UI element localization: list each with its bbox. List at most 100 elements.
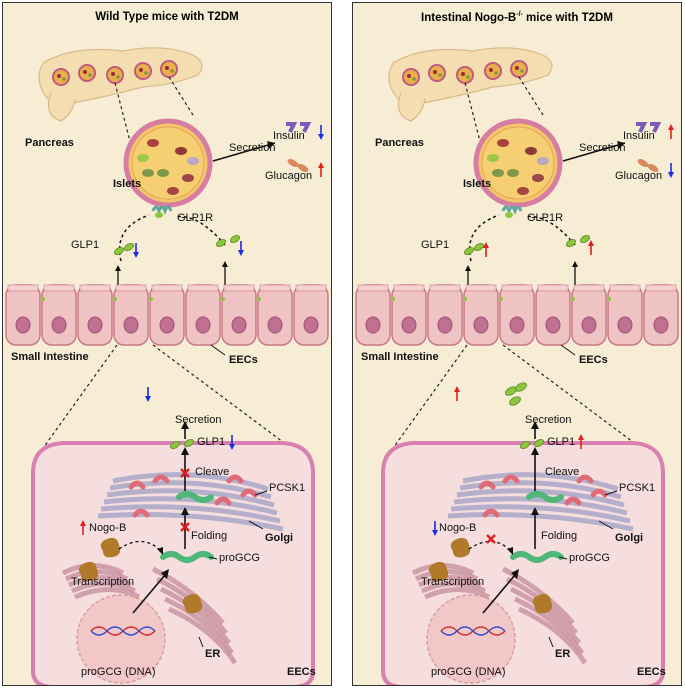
label-secretion-top: Secretion	[229, 142, 276, 154]
dna-icon	[440, 626, 506, 636]
glp1-molecule	[230, 234, 240, 244]
progcg-golgi	[526, 491, 564, 503]
pcsk1-enzyme	[214, 496, 232, 506]
nogob-arrow-icon	[432, 521, 438, 536]
pcsk1-enzyme	[226, 474, 244, 484]
insulin-arrow-icon	[668, 124, 674, 139]
label-islets: Islets	[463, 178, 492, 190]
islet-cluster	[484, 62, 502, 80]
islet-large	[123, 118, 213, 208]
progcg-golgi	[176, 491, 214, 503]
glp1-cell-arrow-icon	[229, 435, 235, 450]
label-secretion: Secretion	[525, 414, 572, 426]
label-glp1r: GLP1R	[527, 212, 564, 224]
islet-cluster	[52, 68, 70, 86]
pcsk1-enzyme	[240, 488, 258, 498]
label-pancreas: Pancreas	[25, 137, 74, 149]
glp1-molecule	[474, 242, 484, 252]
glp1-molecule	[580, 234, 590, 244]
glucagon-arrow-icon	[318, 162, 324, 177]
glp1-arrow-icon	[483, 242, 489, 257]
blocked-folding-icon	[180, 522, 190, 532]
glp1r-receptor	[501, 205, 523, 218]
nucleus	[76, 594, 166, 684]
label-progcg: proGCG	[219, 552, 260, 564]
nucleus	[426, 594, 516, 684]
label-cleave: Cleave	[545, 466, 580, 478]
islet-cluster	[510, 60, 528, 78]
glp1-molecule	[534, 438, 544, 448]
label-secretion: Secretion	[175, 414, 222, 426]
glp1-right-arrow-icon	[238, 241, 244, 256]
panel-title: Intestinal Nogo-B-/- mice with T2DM	[421, 11, 613, 24]
islet-cluster	[106, 66, 124, 84]
intestinal-epithelium	[355, 284, 679, 346]
pcsk1-enzyme	[502, 474, 520, 484]
progcg-chain	[160, 551, 214, 563]
islet-cluster	[428, 64, 446, 82]
eec-cell	[31, 441, 315, 685]
pcsk1-enzyme	[482, 508, 500, 518]
label-glp1: GLP1	[71, 239, 100, 251]
dna-icon	[90, 626, 156, 636]
eec-cell	[381, 441, 665, 685]
label-transcription: Transcription	[421, 576, 485, 588]
golgi-organelle	[447, 472, 634, 532]
label-glucagon: Glucagon	[265, 170, 313, 182]
glp1-molecule	[114, 246, 124, 256]
pcsk1-enzyme	[564, 496, 582, 506]
label-pancreas: Pancreas	[375, 137, 424, 149]
islet-cluster	[134, 62, 152, 80]
knockout-panel: Intestinal Nogo-B-/- mice with T2DM Panc…	[352, 2, 682, 686]
glp1-right-arrow-icon	[588, 240, 594, 255]
glp1r-receptor	[151, 205, 173, 218]
label-secretion-top: Secretion	[579, 142, 626, 154]
diagram-canvas	[355, 47, 679, 685]
glucagon-molecules	[287, 159, 309, 172]
nogob-protein	[78, 537, 203, 614]
label-glp1r: GLP1R	[177, 212, 214, 224]
label-glp1-cell: GLP1	[197, 436, 226, 448]
nogob-arrow-icon	[80, 520, 86, 535]
label-transcription: Transcription	[71, 576, 135, 588]
label-small-intestine: Small Intestine	[11, 351, 89, 363]
label-nogob: Nogo-B	[89, 522, 127, 534]
glp1-molecule	[464, 246, 474, 256]
glp1-cell-arrow-icon	[578, 434, 584, 449]
islet-large	[473, 118, 563, 208]
pcsk1-enzyme	[152, 474, 170, 484]
label-glucagon: Glucagon	[615, 170, 663, 182]
label-pcsk1: PCSK1	[619, 482, 656, 494]
label-eecs-bottom: EECs	[287, 666, 316, 678]
label-progcg-dna: proGCG (DNA)	[81, 666, 156, 678]
label-folding: Folding	[541, 530, 578, 542]
label-insulin: Insulin	[273, 130, 305, 142]
diagram-canvas	[5, 47, 329, 685]
pcsk1-enzyme	[128, 480, 146, 490]
label-folding: Folding	[191, 530, 228, 542]
label-eecs-bottom: EECs	[637, 666, 666, 678]
label-glp1: GLP1	[421, 239, 450, 251]
label-glp1-cell: GLP1	[547, 436, 576, 448]
glp1-arrow-icon	[133, 243, 139, 258]
islet-cluster	[456, 66, 474, 84]
nogob-protein	[428, 537, 553, 614]
pcsk1-enzyme	[590, 488, 608, 498]
label-er: ER	[555, 648, 571, 660]
label-golgi: Golgi	[265, 532, 294, 544]
secretion-arrow-icon	[454, 386, 460, 401]
insulin-molecules	[286, 122, 312, 133]
glp1-molecule	[170, 440, 180, 450]
panel-title: Wild Type mice with T2DM	[95, 11, 239, 23]
label-small-intestine: Small Intestine	[361, 351, 439, 363]
intestinal-epithelium	[5, 284, 329, 346]
label-progcg-dna: proGCG (DNA)	[431, 666, 506, 678]
label-eecs-top: EECs	[579, 354, 608, 366]
label-progcg: proGCG	[569, 552, 610, 564]
insulin-arrow-icon	[318, 125, 324, 140]
label-golgi: Golgi	[615, 532, 644, 544]
secreted-glp1	[509, 396, 521, 406]
pcsk1-enzyme	[576, 474, 594, 484]
label-cleave: Cleave	[195, 466, 230, 478]
